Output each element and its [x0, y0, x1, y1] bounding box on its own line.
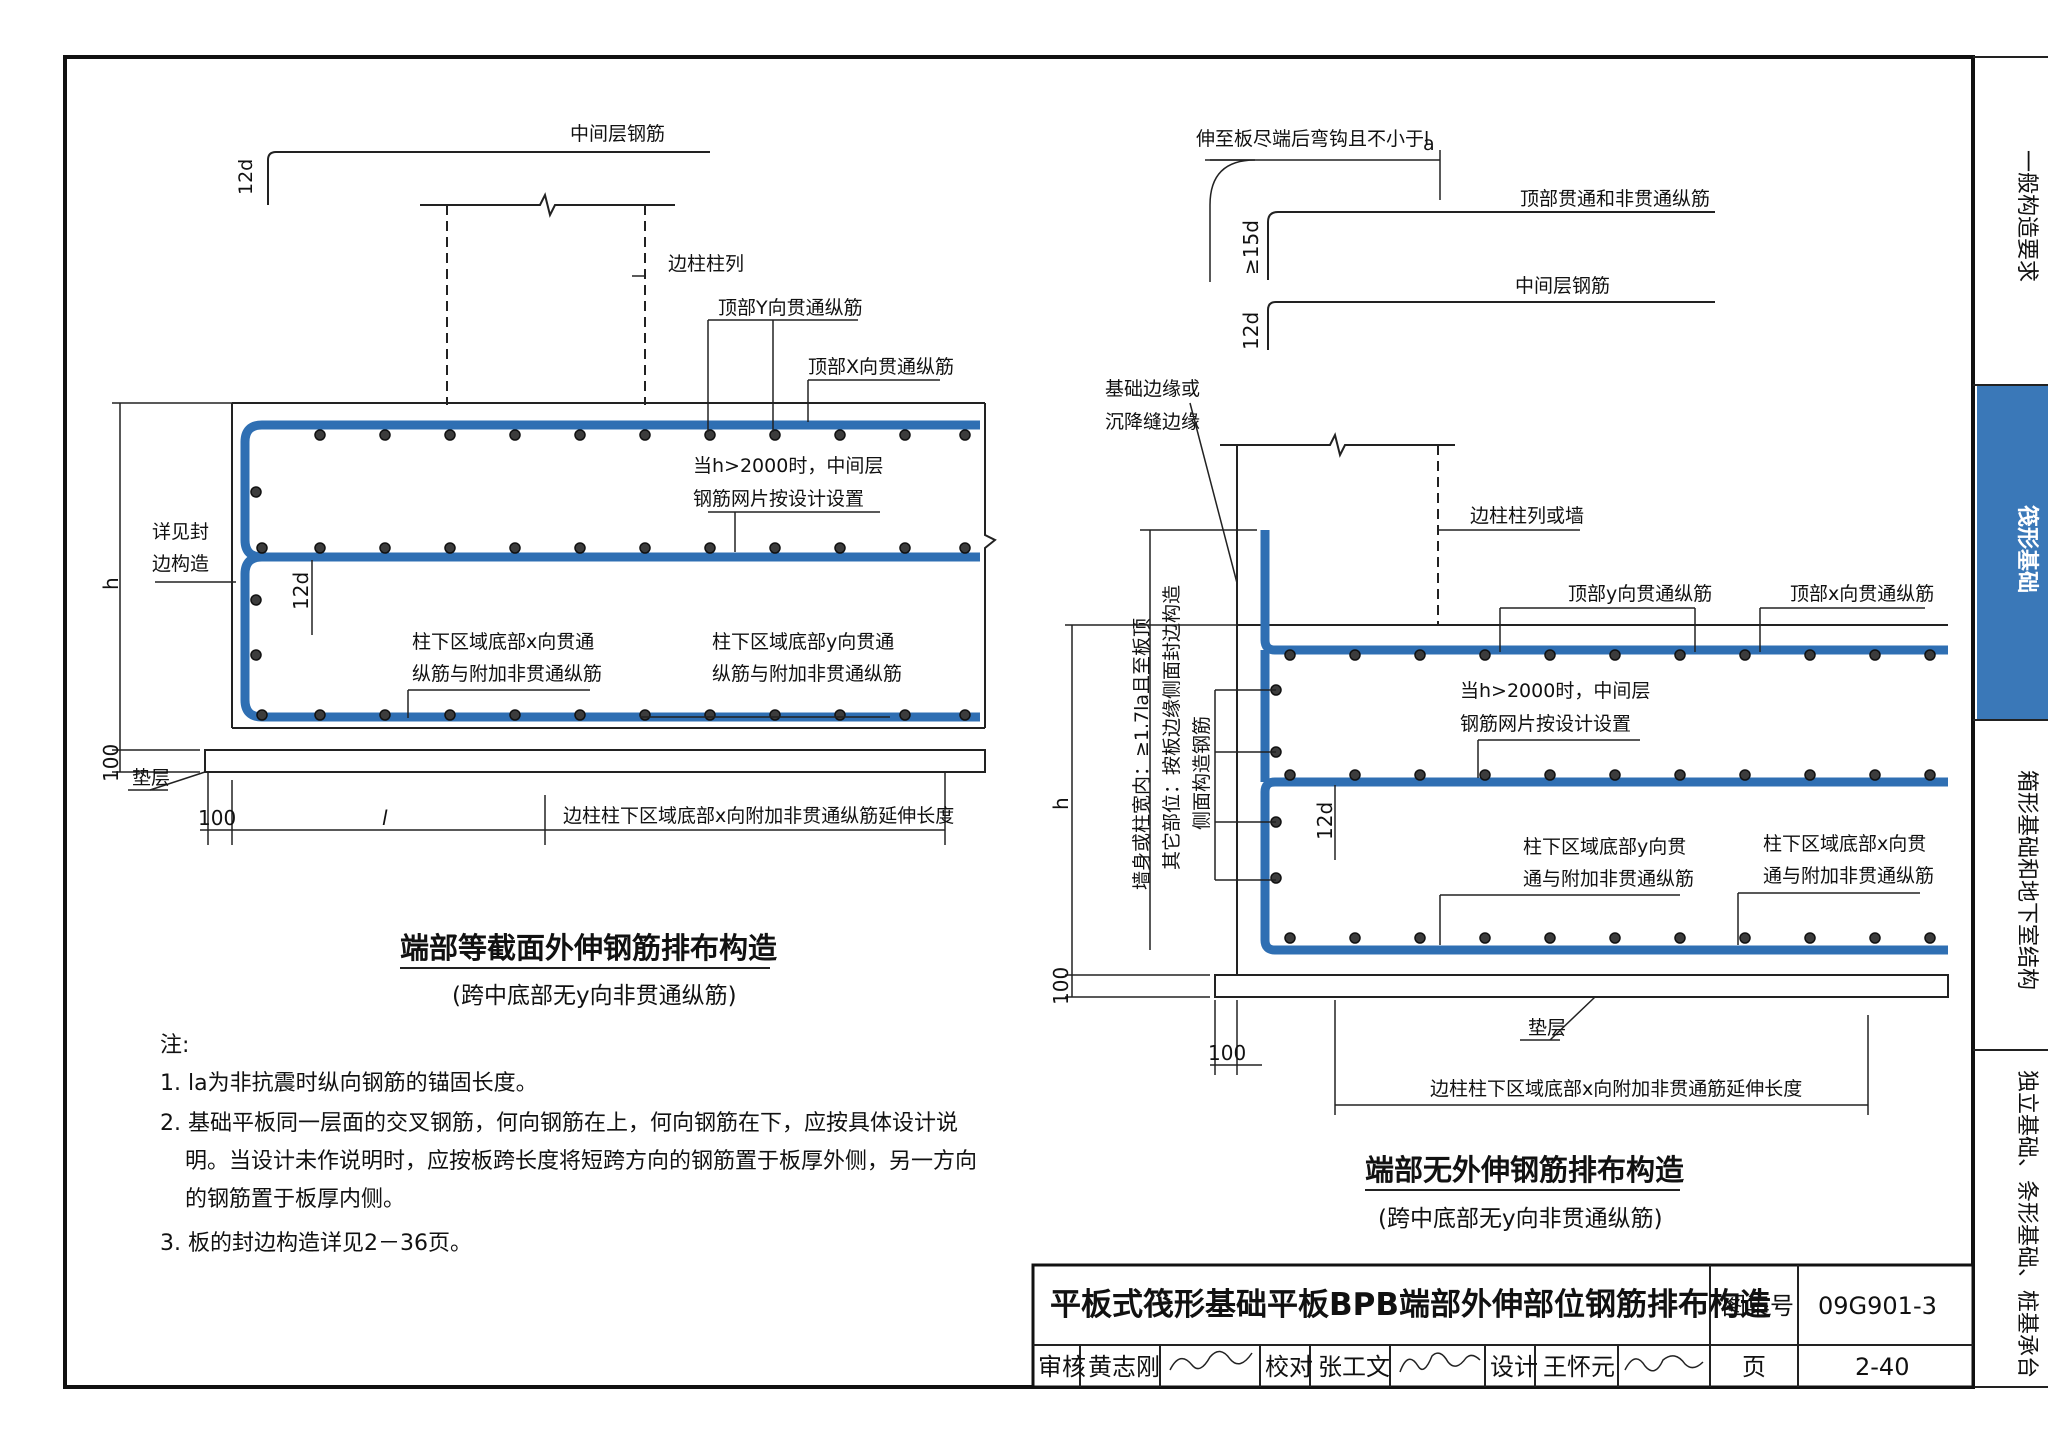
left-bottom-x-1: 柱下区域底部x向贯通 [412, 631, 594, 653]
left-bottom-y-2: 纵筋与附加非贯通纵筋 [712, 663, 902, 685]
left-upper-rebar [240, 420, 980, 562]
left-detail: 中间层钢筋 12d 边柱柱列 顶部Y向贯通纵筋 顶部X向贯通纵筋 当h>2 [99, 123, 997, 1009]
left-mid-layer-label: 中间层钢筋 [570, 123, 665, 145]
left-12d-top: 12d [235, 159, 257, 195]
design-label: 设计 [1490, 1353, 1538, 1381]
left-bottom-y-1: 柱下区域底部y向贯通 [712, 631, 894, 653]
right-vert-3: 侧面构造钢筋 [1191, 716, 1213, 830]
page-no: 2-40 [1855, 1353, 1909, 1381]
right-bottom-x-2: 通与附加非贯通纵筋 [1763, 865, 1934, 887]
reviewer-signature [1169, 1350, 1253, 1371]
right-detail: 伸至板尽端后弯钩且不小于l a 顶部贯通和非贯通纵筋 ≥15d 中间层钢筋 12… [1049, 128, 1949, 1232]
left-dim-100-h: 100 [198, 806, 236, 830]
right-vert-2: 其它部位：按板边缘侧面封边构造 [1161, 585, 1183, 870]
left-top-y-label: 顶部Y向贯通纵筋 [718, 297, 863, 319]
left-column-label: 边柱柱列 [668, 253, 744, 275]
note-2b: 明。当设计未作说明时，应按板跨长度将短跨方向的钢筋置于板厚外侧，另一方向 [185, 1149, 977, 1174]
right-mesh-1: 当h>2000时，中间层 [1460, 680, 1650, 702]
right-hook-note: 伸至板尽端后弯钩且不小于l [1196, 128, 1429, 150]
left-mid-layer-hook [267, 151, 710, 205]
right-bottom-y-2: 通与附加非贯通纵筋 [1523, 868, 1694, 890]
left-dim-100-v: 100 [99, 744, 123, 782]
right-bottom-x-1: 柱下区域底部x向贯 [1763, 833, 1926, 855]
side-tab-box[interactable]: 箱形基础和地下室结构 [2014, 770, 2039, 990]
right-dim-100-h: 100 [1208, 1041, 1246, 1065]
atlas-no: 09G901-3 [1818, 1292, 1937, 1320]
left-seal-2: 边构造 [152, 553, 209, 575]
left-seal-1: 详见封 [152, 521, 209, 543]
side-tab-label: 一般构造要求 [2014, 150, 2039, 282]
note-2a: 2. 基础平板同一层面的交叉钢筋，何向钢筋在上，何向钢筋在下，应按具体设计说 [160, 1111, 958, 1136]
right-top-y: 顶部y向贯通纵筋 [1568, 583, 1712, 605]
page-label: 页 [1742, 1353, 1766, 1381]
right-vert-1: 墙身或柱宽内：≥1.7la且至板顶 [1131, 618, 1153, 890]
side-tab-general[interactable]: 一般构造要求 [2014, 150, 2039, 282]
checker-name: 张工文 [1318, 1353, 1390, 1381]
right-mid-rebar: 中间层钢筋 [1515, 275, 1610, 297]
right-cushion: 垫层 [1528, 1017, 1566, 1039]
right-top-rebar-line [1260, 530, 1948, 655]
title-block: 平板式筏形基础平板BPB端部外伸部位钢筋排布构造 图集号 09G901-3 审核… [1031, 1263, 1975, 1389]
sheet-frame [63, 55, 1975, 1389]
left-mesh-2: 钢筋网片按设计设置 [693, 488, 864, 510]
left-dim-12d: 12d [289, 572, 313, 610]
right-dim-12d: 12d [1313, 802, 1337, 840]
left-bottom-x-2: 纵筋与附加非贯通纵筋 [412, 663, 602, 685]
left-top-x-label: 顶部X向贯通纵筋 [808, 356, 954, 378]
drawing-title: 平板式筏形基础平板BPB端部外伸部位钢筋排布构造 [1050, 1287, 1771, 1323]
checker-signature [1399, 1352, 1481, 1373]
right-dim-12d-top: 12d [1239, 312, 1263, 350]
right-subtitle: (跨中底部无y向非贯通纵筋) [1378, 1206, 1663, 1232]
review-label: 审核 [1038, 1353, 1086, 1381]
right-title: 端部无外伸钢筋排布构造 [1365, 1153, 1684, 1187]
right-dim-100-v: 100 [1049, 967, 1073, 1005]
side-tab-active-bg [1977, 385, 2048, 720]
note-3: 3. 板的封边构造详见2－36页。 [160, 1231, 472, 1256]
right-extension: 边柱柱下区域底部x向附加非贯通筋延伸长度 [1430, 1078, 1802, 1100]
designer-name: 王怀元 [1543, 1353, 1615, 1381]
left-lower-rebar [240, 552, 980, 722]
right-bottom-y-1: 柱下区域底部y向贯 [1523, 836, 1686, 858]
notes-heading: 注: [160, 1033, 189, 1058]
notes: 注: 1. la为非抗震时纵向钢筋的锚固长度。 2. 基础平板同一层面的交叉钢筋… [160, 1033, 977, 1256]
right-dim-15d: ≥15d [1239, 220, 1263, 275]
left-subtitle: (跨中底部无y向非贯通纵筋) [452, 983, 737, 1009]
reviewer-name: 黄志刚 [1088, 1353, 1160, 1381]
right-top-rebar: 顶部贯通和非贯通纵筋 [1520, 188, 1710, 210]
side-tab-label: 独立基础、条形基础、桩基承台 [2014, 1070, 2039, 1378]
note-1: 1. la为非抗震时纵向钢筋的锚固长度。 [160, 1071, 538, 1096]
right-edge-2: 沉降缝边缘 [1105, 411, 1200, 433]
side-tab-label: 箱形基础和地下室结构 [2014, 770, 2039, 990]
left-cushion: 垫层 [132, 767, 170, 789]
side-tabs: 一般构造要求 筏形基础 箱形基础和地下室结构 独立基础、条形基础、桩基承台 [1973, 150, 2048, 1378]
left-dim-h: h [99, 577, 123, 590]
left-extension: 边柱柱下区域底部x向附加非贯通纵筋延伸长度 [563, 805, 954, 827]
left-title: 端部等截面外伸钢筋排布构造 [400, 931, 777, 965]
right-mesh-2: 钢筋网片按设计设置 [1460, 713, 1631, 735]
side-tab-label: 筏形基础 [2014, 505, 2040, 593]
right-lower-rebar [1260, 777, 1948, 955]
right-top-hook [1267, 211, 1715, 280]
right-hook-note-sub: a [1423, 133, 1435, 155]
designer-signature [1624, 1355, 1704, 1372]
right-edge-1: 基础边缘或 [1105, 378, 1200, 400]
left-dim-l: l [382, 806, 388, 830]
right-rebar-dots [1270, 649, 1936, 944]
right-mid-hook [1267, 301, 1715, 350]
right-top-x: 顶部x向贯通纵筋 [1790, 583, 1934, 605]
side-tab-raft[interactable]: 筏形基础 [2014, 505, 2040, 593]
right-column-wall: 边柱柱列或墙 [1470, 505, 1584, 527]
atlas-label: 图集号 [1722, 1292, 1794, 1320]
left-rebar-dots [250, 429, 971, 721]
side-tab-isolated[interactable]: 独立基础、条形基础、桩基承台 [2014, 1070, 2039, 1378]
right-dim-h: h [1049, 797, 1073, 810]
check-label: 校对 [1265, 1353, 1313, 1381]
note-2c: 的钢筋置于板厚内侧。 [185, 1187, 405, 1212]
left-mesh-1: 当h>2000时，中间层 [693, 455, 883, 477]
